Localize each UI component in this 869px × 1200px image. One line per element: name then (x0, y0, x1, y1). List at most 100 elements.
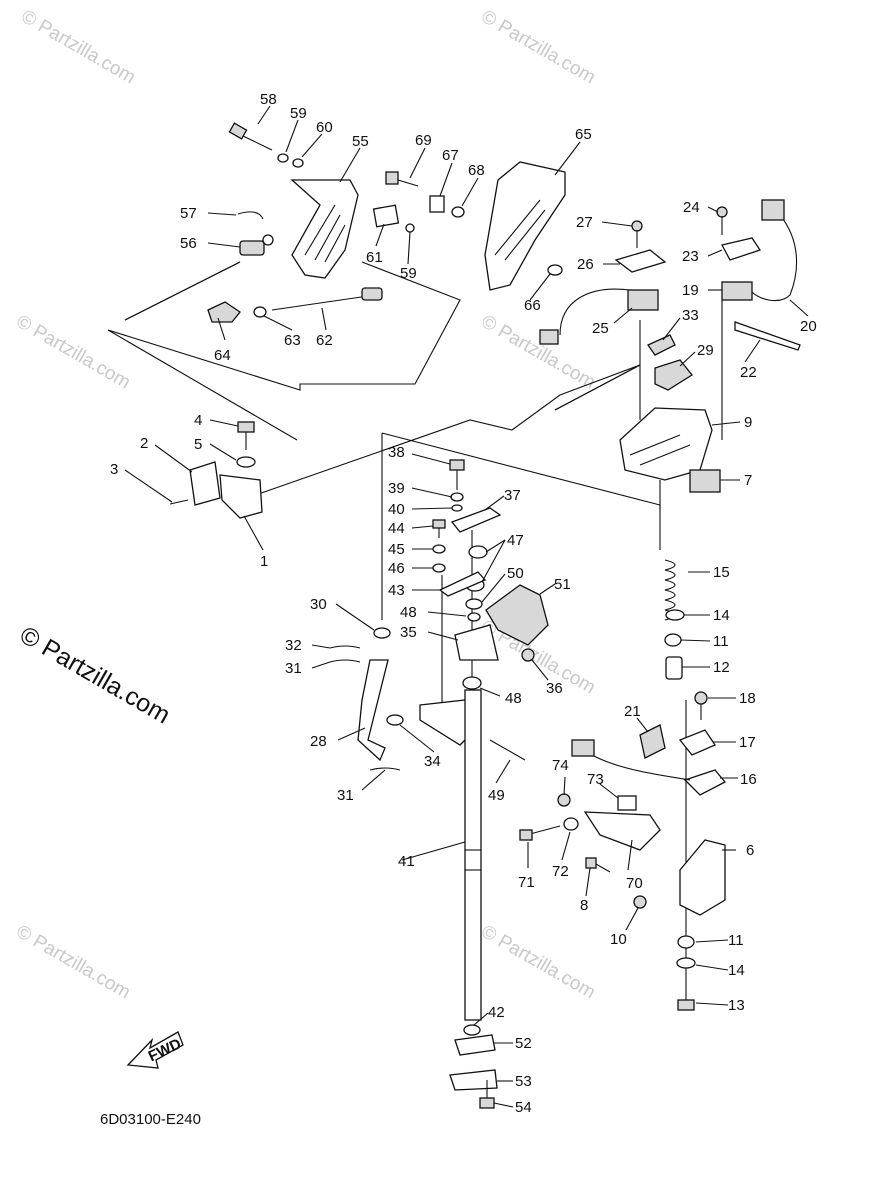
spring-15-icon (664, 559, 676, 621)
block-7-icon (689, 469, 721, 493)
watermarks: © Partzilla.com © Partzilla.com © Partzi… (13, 6, 599, 1003)
callout-59: 59 (290, 105, 307, 122)
callout-71: 71 (518, 874, 535, 891)
callout-65: 65 (575, 126, 592, 143)
callout-42: 42 (488, 1004, 505, 1021)
callout-8: 8 (580, 897, 588, 914)
callout-30: 30 (310, 596, 327, 613)
bolt-44-icon (432, 519, 446, 538)
callout-36: 36 (546, 680, 563, 697)
callout-74: 74 (552, 757, 569, 774)
screw-18-icon (694, 691, 708, 720)
collar-12-icon (665, 656, 683, 680)
collar-73-icon (617, 795, 637, 811)
watermark: © Partzilla.com (13, 921, 134, 1003)
callout-50: 50 (507, 565, 524, 582)
callout-12: 12 (713, 659, 730, 676)
diagram-code: 6D03100-E240 (100, 1111, 201, 1128)
callout-51: 51 (554, 576, 571, 593)
plate-link-icon (419, 699, 471, 746)
washer-66-icon (547, 264, 563, 276)
callouts: 58 59 60 55 69 67 68 65 57 56 61 59 66 2… (110, 91, 817, 1116)
callout-20: 20 (800, 318, 817, 335)
callout-70: 70 (626, 875, 643, 892)
callout-22: 22 (740, 364, 757, 381)
shaft-41-icon (464, 689, 482, 1021)
callout-14: 14 (713, 607, 730, 624)
housing-9-icon (619, 407, 713, 481)
link-37-icon (450, 507, 502, 533)
bolt-4-icon (237, 421, 255, 450)
nut-11a-icon (664, 633, 682, 647)
callout-15: 15 (713, 564, 730, 581)
washer-59-icon (277, 153, 289, 163)
callout-66: 66 (524, 297, 541, 314)
callout-45: 45 (388, 541, 405, 558)
switch-25-icon (627, 289, 659, 311)
bracket-70-icon (583, 811, 661, 851)
callout-41: 41 (398, 853, 415, 870)
callout-25: 25 (592, 320, 609, 337)
callout-73: 73 (587, 771, 604, 788)
callout-4: 4 (194, 412, 202, 429)
bracket-1-icon (219, 474, 263, 519)
callout-54: 54 (515, 1099, 532, 1116)
lever-51-icon (485, 584, 549, 646)
callout-48: 48 (400, 604, 417, 621)
callout-47: 47 (507, 532, 524, 549)
watermark: © Partzilla.com (478, 6, 599, 88)
callout-67: 67 (442, 147, 459, 164)
cam-29-icon (654, 359, 693, 391)
callout-9: 9 (744, 414, 752, 431)
washer-30-icon (373, 627, 391, 639)
callout-17: 17 (739, 734, 756, 751)
callout-34: 34 (424, 753, 441, 770)
tie-wrap-22-icon (734, 321, 801, 351)
pin-49-icon (489, 739, 526, 761)
clip-32-icon (329, 645, 361, 649)
collar-47-icon (468, 545, 488, 559)
callout-68: 68 (468, 162, 485, 179)
callout-53: 53 (515, 1073, 532, 1090)
watermark: © Partzilla.com (478, 921, 599, 1003)
callout-31: 31 (285, 660, 302, 677)
callout-14: 14 (728, 962, 745, 979)
washer-72-icon (563, 817, 579, 831)
rod-62-icon (271, 294, 376, 311)
callout-39: 39 (388, 480, 405, 497)
callout-16: 16 (740, 771, 757, 788)
callout-60: 60 (316, 119, 333, 136)
callout-29: 29 (697, 342, 714, 359)
clamp-21-icon (639, 724, 666, 759)
watermark-large: © Partzilla.com (15, 621, 175, 729)
callout-44: 44 (388, 520, 405, 537)
wire-harness-20-icon (751, 214, 798, 302)
callout-72: 72 (552, 863, 569, 880)
wire-21-icon (591, 754, 691, 781)
o-ring-42-icon (463, 1024, 481, 1036)
connector-21a-icon (571, 739, 595, 757)
washer-14b-icon (676, 957, 696, 969)
callout-46: 46 (388, 560, 405, 577)
callout-61: 61 (366, 249, 383, 266)
clip-31b-icon (369, 767, 401, 771)
callout-33: 33 (682, 307, 699, 324)
washer-46-icon (432, 563, 446, 573)
connector-25-icon (539, 329, 559, 345)
callout-11: 11 (713, 633, 729, 650)
callout-11: 11 (728, 932, 744, 949)
bracket-55-icon (290, 179, 359, 279)
link-43-icon (438, 571, 487, 597)
bolt-27-icon (631, 220, 643, 248)
washer-34-icon (386, 714, 404, 726)
collar-67-icon (429, 195, 445, 213)
callout-69: 69 (415, 132, 432, 149)
switch-19-icon (721, 281, 753, 301)
bolt-24-icon (716, 206, 728, 235)
washer-39-icon (450, 492, 464, 502)
lever-28-icon (357, 659, 389, 762)
callout-3: 3 (110, 461, 118, 478)
washer-40-icon (451, 504, 463, 512)
clip-57-icon (237, 211, 264, 220)
